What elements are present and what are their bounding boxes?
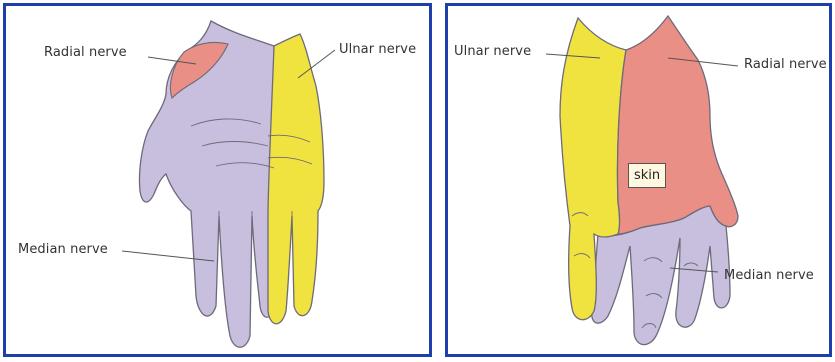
radial-nerve-region bbox=[617, 16, 738, 234]
median-nerve-label: Median nerve bbox=[724, 268, 814, 283]
skin-label-box: skin bbox=[628, 163, 666, 188]
median-nerve-label: Median nerve bbox=[18, 242, 108, 257]
radial-nerve-label: Radial nerve bbox=[744, 57, 827, 72]
ulnar-nerve-region bbox=[268, 34, 324, 324]
ulnar-nerve-label: Ulnar nerve bbox=[454, 44, 531, 59]
radial-nerve-label: Radial nerve bbox=[44, 45, 127, 60]
ulnar-nerve-label: Ulnar nerve bbox=[339, 42, 416, 57]
dorsal-hand-panel: Ulnar nerve Radial nerve Median nerve sk… bbox=[445, 3, 832, 357]
palmar-hand-panel: Radial nerve Ulnar nerve Median nerve bbox=[3, 3, 432, 357]
